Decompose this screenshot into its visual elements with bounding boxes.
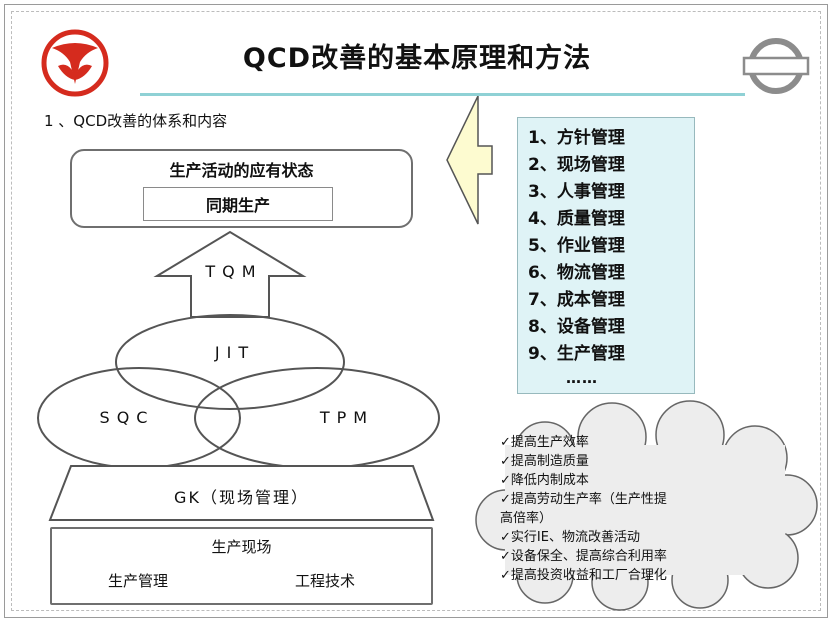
list-item: 3、人事管理 — [528, 182, 625, 202]
list-item: 9、生产管理 — [528, 344, 625, 364]
tpm-label: TPM — [319, 408, 375, 427]
list-item: 4、质量管理 — [528, 209, 625, 229]
tqm-label: TQM — [205, 262, 263, 281]
benefit-item: ✓提高投资收益和工厂合理化 — [500, 568, 667, 583]
ideal-state-title: 生产活动的应有状态 — [169, 161, 314, 180]
benefit-item: ✓提高生产效率 — [500, 435, 589, 450]
jit-label: JIT — [214, 343, 256, 362]
management-list-box — [517, 117, 695, 394]
list-more-ellipsis: …… — [566, 369, 598, 387]
title-underline — [140, 93, 745, 96]
list-item: 7、成本管理 — [528, 290, 625, 310]
page-title: QCD改善的基本原理和方法 — [242, 43, 592, 74]
benefit-item: ✓实行IE、物流改善活动 — [500, 530, 640, 545]
slide-frame — [4, 4, 828, 618]
dongfeng-logo — [41, 29, 109, 97]
jit-circle — [115, 314, 345, 410]
sqc-label: SQC — [99, 408, 155, 427]
list-item: 8、设备管理 — [528, 317, 625, 337]
tqm-arrow — [153, 230, 307, 318]
list-item: 1、方针管理 — [528, 128, 625, 148]
benefit-item: ✓设备保全、提高综合利用率 — [500, 549, 667, 564]
production-management-label: 生产管理 — [108, 572, 169, 590]
benefit-item: ✓提高制造质量 — [500, 454, 589, 469]
list-item: 6、物流管理 — [528, 263, 625, 283]
nissan-logo — [742, 38, 810, 94]
sync-production-box: 同期生产 — [143, 187, 333, 221]
list-item: 5、作业管理 — [528, 236, 625, 256]
production-site-box — [50, 527, 433, 605]
section-label: 1 、QCD改善的体系和内容 — [44, 112, 228, 130]
engineering-label: 工程技术 — [295, 572, 356, 590]
benefit-item: ✓降低内制成本 — [500, 473, 589, 488]
production-site-title: 生产现场 — [211, 538, 272, 556]
list-item: 2、现场管理 — [528, 155, 625, 175]
gk-label: GK（现场管理） — [174, 488, 309, 507]
benefit-item: 高倍率） — [500, 511, 553, 526]
gk-trapezoid — [48, 465, 435, 521]
feed-arrow — [446, 95, 493, 225]
sync-production-label: 同期生产 — [205, 196, 270, 215]
benefit-item: ✓提高劳动生产率（生产性提 — [500, 492, 667, 507]
